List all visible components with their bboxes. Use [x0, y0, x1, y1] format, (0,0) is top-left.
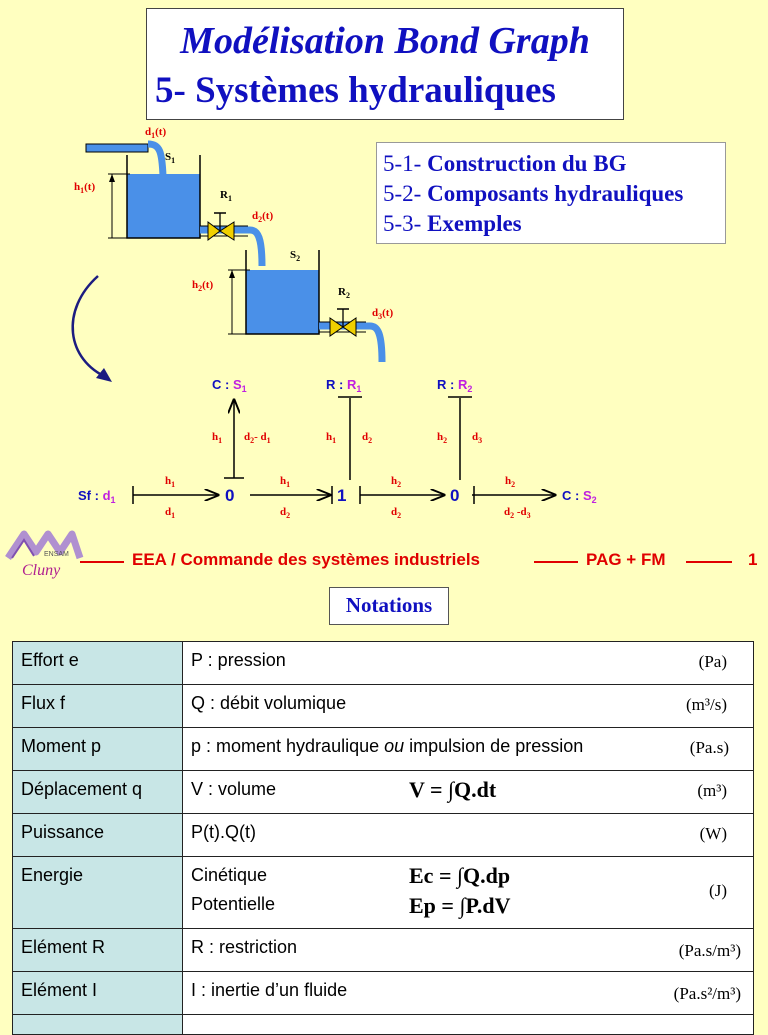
- bg-r-r1: R : R1: [326, 377, 361, 394]
- label-s1: S1: [165, 151, 175, 165]
- row-desc: Q : débit volumique(m³/s): [182, 684, 754, 728]
- bond-label: d1: [165, 506, 175, 520]
- divider: [534, 561, 578, 563]
- row-label: Effort e: [12, 641, 183, 685]
- row-label: Déplacement q: [12, 770, 183, 814]
- bond-label: d3: [472, 431, 482, 445]
- row-label: Puissance: [12, 813, 183, 857]
- toc-item[interactable]: 5-3- Exemples: [383, 211, 522, 236]
- label-d3t: d3(t): [372, 307, 393, 321]
- label-h2t: h2(t): [192, 279, 213, 293]
- row-unit: (Pa.s): [689, 738, 729, 757]
- row-unit: (Pa): [698, 652, 727, 671]
- bond-label: h1: [212, 431, 222, 445]
- page-number: 1: [748, 550, 758, 569]
- bond-label: h1: [326, 431, 336, 445]
- label-d1t: d1(t): [145, 126, 166, 140]
- row-desc: P : pression(Pa): [182, 641, 754, 685]
- junction-0: 0: [225, 486, 234, 505]
- bond-label: d2: [280, 506, 290, 520]
- table-row: [12, 1014, 754, 1035]
- curved-arrow: [71, 275, 109, 380]
- row-unit: (m³/s): [686, 695, 727, 714]
- title-main: Modélisation Bond Graph: [180, 20, 590, 62]
- row-label: Moment p: [12, 727, 183, 771]
- bg-c-s1: C : S1: [212, 377, 247, 394]
- notations-title: Notations: [329, 587, 449, 625]
- row-desc: Cinétique Potentielle Ec = ∫Q.dp Ep = ∫P…: [182, 856, 754, 929]
- junction-0: 0: [450, 486, 459, 505]
- formula-volume: V = ∫Q.dt: [409, 777, 497, 802]
- row-desc: R : restriction(Pa.s/m³): [182, 928, 754, 972]
- tank-s2: [228, 250, 386, 363]
- bg-r-r2: R : R2: [437, 377, 472, 394]
- table-row: Energie Cinétique Potentielle Ec = ∫Q.dp…: [12, 856, 754, 929]
- bond-label: h2: [391, 475, 401, 489]
- row-label: [12, 1014, 183, 1035]
- formula-ec: Ec = ∫Q.dp: [409, 863, 511, 888]
- bond-label: h1: [165, 475, 175, 489]
- toc-item[interactable]: 5-2- Composants hydrauliques: [383, 181, 684, 206]
- row-label: Elément R: [12, 928, 183, 972]
- table-row: Elément R R : restriction(Pa.s/m³): [12, 928, 754, 972]
- footer-course: EEA / Commande des systèmes industriels: [132, 550, 480, 569]
- table-row: Effort e P : pression(Pa): [12, 641, 754, 685]
- divider: [686, 561, 732, 563]
- bond-label: h1: [280, 475, 290, 489]
- toc-item[interactable]: 5-1- Construction du BG: [383, 151, 627, 176]
- table-row: Flux f Q : débit volumique(m³/s): [12, 684, 754, 728]
- label-r1: R1: [220, 189, 232, 203]
- row-label: Elément I: [12, 971, 183, 1015]
- title-box: Modélisation Bond Graph 5- Systèmes hydr…: [146, 8, 624, 120]
- bond-label: d2 -d3: [504, 506, 531, 520]
- label-r2: R2: [338, 286, 350, 300]
- divider: [80, 561, 124, 563]
- logo-ensam: ENSAM: [44, 551, 69, 558]
- row-unit: (m³): [697, 781, 727, 800]
- bond-label: d2- d1: [244, 431, 271, 445]
- label-s2: S2: [290, 249, 300, 263]
- bg-sf: Sf : d1: [78, 488, 116, 505]
- hydraulic-diagram: d1(t) S1 h1(t) R1 d2(t) S2 h2(t) R2 d3(t…: [71, 126, 597, 520]
- label-h1t: h1(t): [74, 181, 95, 195]
- junction-1: 1: [337, 486, 346, 505]
- bond-graph: C : S1 R : R1 R : R2 Sf : d1 C : S2 0 1 …: [78, 377, 597, 520]
- row-unit: (J): [709, 881, 727, 900]
- formula-ep: Ep = ∫P.dV: [409, 893, 511, 918]
- table-row: Moment p p : moment hydraulique ou impul…: [12, 727, 754, 771]
- row-unit: (Pa.s/m³): [678, 941, 741, 960]
- table-row: Elément I I : inertie d’un fluide(Pa.s²/…: [12, 971, 754, 1015]
- row-unit: (W): [699, 824, 727, 843]
- footer: ENSAM Cluny EEA / Commande des systèmes …: [0, 530, 768, 590]
- tank-s1: [85, 140, 266, 267]
- logo-cluny: Cluny: [22, 562, 61, 579]
- bond-label: d2: [362, 431, 372, 445]
- bond-label: h2: [505, 475, 515, 489]
- row-desc: p : moment hydraulique ou impulsion de p…: [182, 727, 754, 771]
- bond-label: d2: [391, 506, 401, 520]
- row-label: Energie: [12, 856, 183, 929]
- notations-table: Effort e P : pression(Pa) Flux f Q : déb…: [12, 641, 754, 1035]
- row-unit: (Pa.s²/m³): [673, 984, 741, 1003]
- ensam-logo-icon: [5, 530, 84, 560]
- row-desc: [182, 1014, 754, 1035]
- bond-label: h2: [437, 431, 447, 445]
- row-desc: I : inertie d’un fluide(Pa.s²/m³): [182, 971, 754, 1015]
- row-label: Flux f: [12, 684, 183, 728]
- footer-authors: PAG + FM: [586, 550, 666, 569]
- label-d2t: d2(t): [252, 210, 273, 224]
- title-sub: 5- Systèmes hydrauliques: [155, 70, 556, 111]
- table-row: Puissance P(t).Q(t)(W): [12, 813, 754, 857]
- toc-box: 5-1- Construction du BG 5-2- Composants …: [376, 142, 726, 244]
- bg-c-s2: C : S2: [562, 488, 597, 505]
- row-desc: P(t).Q(t)(W): [182, 813, 754, 857]
